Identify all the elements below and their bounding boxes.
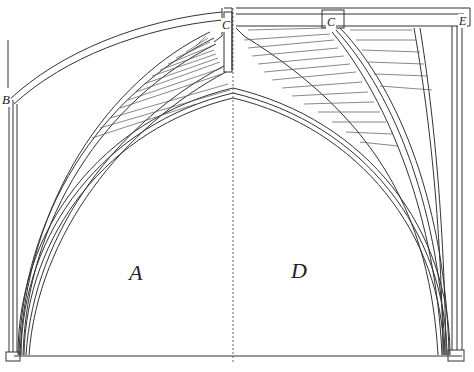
web-hatching xyxy=(92,28,432,146)
right-pier xyxy=(448,26,464,361)
letter-label-holder: E xyxy=(458,11,467,29)
letter-label-holder: A xyxy=(128,262,143,284)
left-pier xyxy=(6,40,20,361)
baseline xyxy=(14,356,462,357)
letter-label: C xyxy=(221,18,231,32)
letter-label: D xyxy=(290,258,308,283)
letter-label-holder: D xyxy=(290,260,308,282)
right-ribs xyxy=(233,28,450,355)
letter-label-holder: C xyxy=(221,15,231,33)
center-axis xyxy=(233,8,234,362)
letter-label-holder: B xyxy=(1,90,11,108)
letter-label: A xyxy=(128,260,143,285)
right-top-band xyxy=(236,8,470,36)
letter-label: B xyxy=(1,92,11,107)
letter-label: E xyxy=(458,14,467,28)
letter-label: C xyxy=(326,15,336,29)
letter-label-holder: C xyxy=(326,12,336,30)
left-ribs xyxy=(18,32,233,355)
